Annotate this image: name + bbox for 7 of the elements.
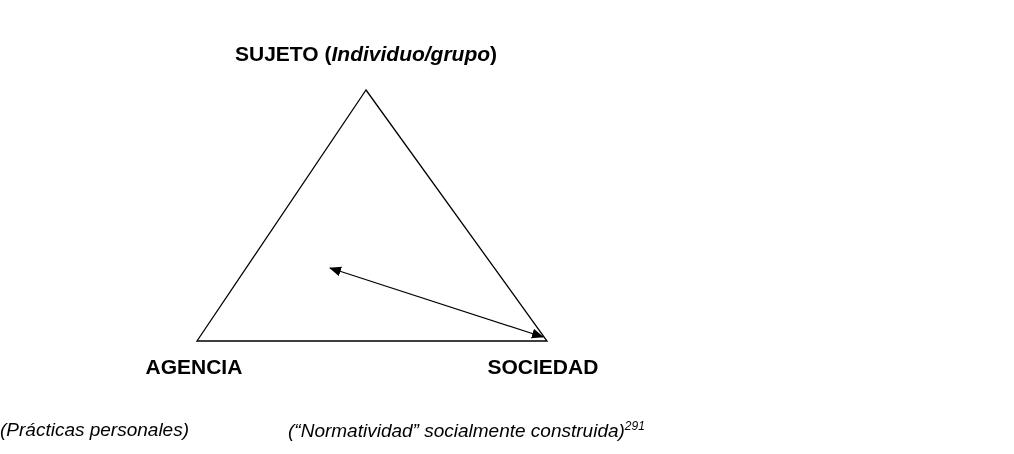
vertex-caption: (“Normatividad” socialmente construida)$^{291}$: [288, 419, 645, 443]
vertex-label: SOCIEDAD: [487, 337, 599, 379]
double-arrow: [329, 266, 544, 339]
triangle-shape: [195, 88, 549, 342]
vertex-caption: (Prácticas personales): [0, 419, 190, 441]
vertex-label: AGENCIA: [145, 355, 243, 379]
vertex-label: SUJETO (Individuo/grupo): [235, 42, 498, 66]
